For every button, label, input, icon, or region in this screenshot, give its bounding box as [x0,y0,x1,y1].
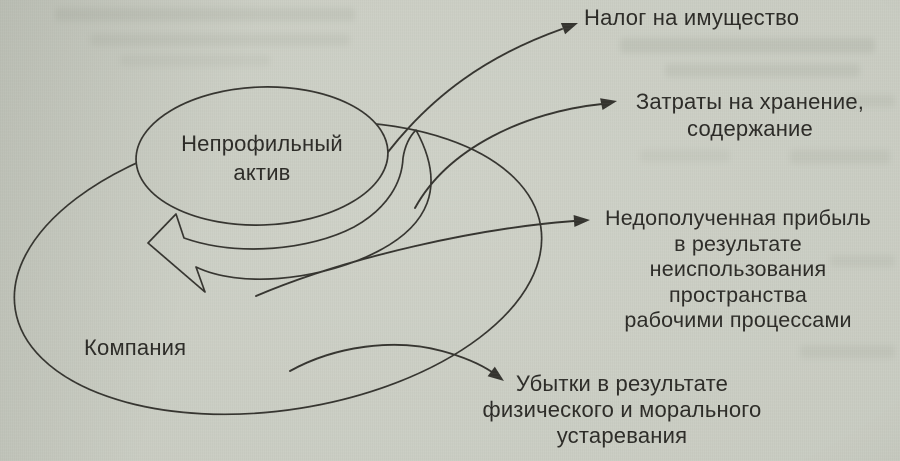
label-line: пространства [668,282,808,307]
arrow-to-property-tax [387,28,563,153]
label-lost-profit: Недополученная прибыль в результате неис… [587,206,889,334]
label-line: рабочими процессами [624,308,852,332]
label-line: неиспользования [649,257,827,281]
label-line: Налог на имущество [584,5,800,30]
company-ellipse-label: Компания [84,335,187,360]
arrowhead-obsolescence-losses [487,366,504,381]
asset-label-line2: актив [233,160,291,185]
arrowhead-lost-profit [573,215,590,227]
label-storage-maintenance: Затраты на хранение, содержание [600,88,900,142]
label-line: устаревания [556,423,688,448]
arrow-to-storage-costs [414,103,603,209]
arrow-to-lost-profit [255,220,575,297]
label-line: физического и морального [482,397,762,422]
label-line: в результате [674,231,802,256]
arrow-to-obsolescence-losses [289,343,493,373]
label-line: Убытки в результате [515,371,729,396]
asset-ellipse-label: Непрофильный актив [136,129,388,187]
label-line: Затраты на хранение, [635,89,865,114]
label-obsolescence-losses: Убытки в результате физического и мораль… [472,371,772,449]
label-property-tax: Налог на имущество [584,5,799,31]
label-line: Недополученная прибыль [605,206,871,230]
cycle-arrow [147,129,432,293]
label-line: содержание [687,116,813,141]
arrowhead-storage-costs [600,98,617,110]
arrowhead-property-tax [560,23,578,35]
asset-label-line1: Непрофильный [181,131,343,156]
